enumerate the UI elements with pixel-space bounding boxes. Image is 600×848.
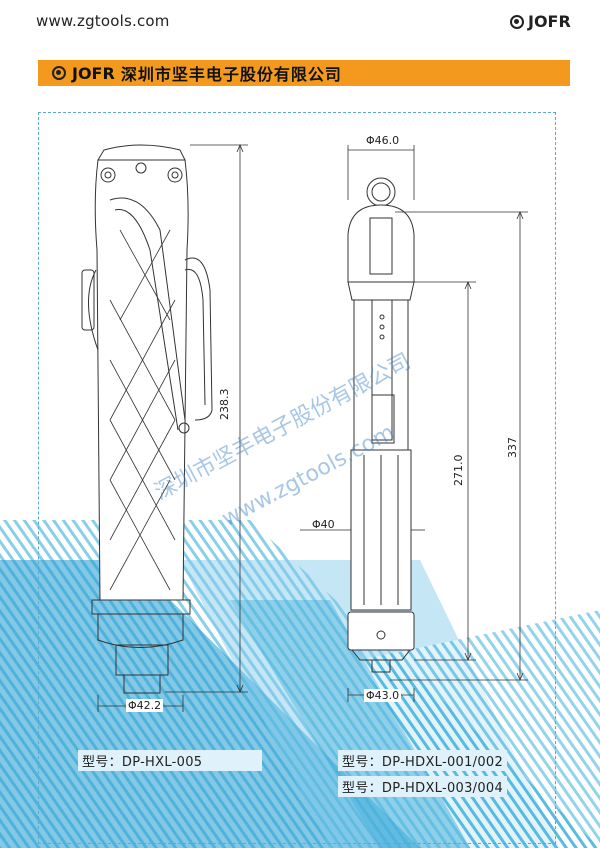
dim-right-total-length: 337: [506, 437, 519, 458]
banner-brand: JOFR: [72, 63, 115, 83]
right-dimension-lines: [300, 145, 528, 702]
drawing-frame: [38, 112, 556, 844]
dim-right-inner-length: 271.0: [452, 454, 465, 487]
company-banner: JOFR 深圳市坚丰电子股份有限公司: [38, 60, 570, 86]
brand-logo: JOFR: [510, 12, 571, 31]
model-label-left: 型号：DP-HXL-005: [78, 750, 262, 771]
dim-right-top-diameter: Φ46.0: [366, 134, 400, 147]
website-url: www.zgtools.com: [36, 12, 170, 30]
model-label-right-1: 型号：DP-HDXL-001/002: [338, 750, 508, 771]
screwdriver-right-drawing: [347, 177, 415, 673]
gear-logo-icon: [510, 14, 524, 29]
brand-name: JOFR: [528, 12, 571, 31]
banner-company-name: 深圳市坚丰电子股份有限公司: [120, 65, 342, 84]
dim-right-mid-diameter: Φ40: [312, 518, 335, 531]
dim-right-bottom-diameter: Φ43.0: [364, 689, 402, 702]
screwdriver-left-drawing: [81, 144, 213, 694]
model-label-right-2: 型号：DP-HDXL-003/004: [338, 776, 508, 797]
dim-left-diameter: Φ42.2: [126, 699, 164, 712]
dim-left-height: 238.3: [218, 388, 231, 421]
gear-logo-icon: [52, 66, 66, 80]
